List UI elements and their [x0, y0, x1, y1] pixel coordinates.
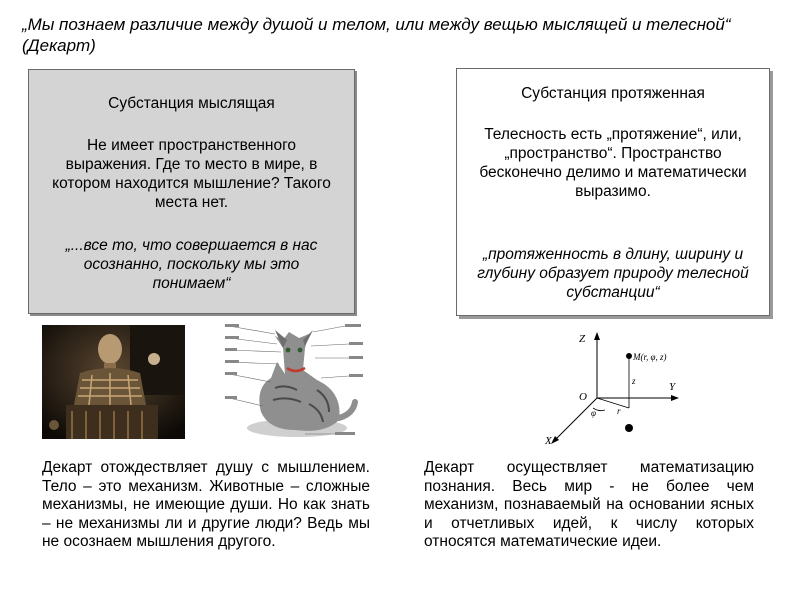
extended-substance-box: Субстанция протяженная Телесность есть „…: [456, 68, 770, 316]
origin-label: O: [579, 391, 587, 403]
z-axis-label: Z: [579, 333, 586, 345]
descartes-mathematization-paragraph: Декарт осуществляет математизацию познан…: [424, 459, 754, 550]
radius-line: [596, 397, 630, 409]
slide-title: „Мы познаем различие между душой и телом…: [22, 15, 731, 55]
thinking-substance-box: Субстанция мыслящая Не имеет пространств…: [28, 69, 355, 314]
thinking-substance-description: Не имеет пространственного выражения. Гд…: [52, 137, 331, 211]
phi-coord-label: φ: [591, 408, 596, 418]
automaton-photo: [42, 325, 185, 439]
r-coord-label: r: [617, 406, 621, 416]
descartes-mind-body-paragraph: Декарт отождествляет душу с мышлением. Т…: [42, 459, 370, 550]
extended-substance-quote: „протяженность в длину, ширину и глубину…: [477, 246, 749, 301]
z-coord-label: z: [631, 376, 636, 386]
point-marker: [625, 424, 633, 432]
point-m: [626, 353, 632, 359]
cat-anatomy-icon: [225, 318, 365, 443]
y-axis-label: Y: [669, 381, 677, 393]
thinking-substance-heading: Субстанция мыслящая: [108, 95, 275, 112]
point-m-label: M(r, φ, z): [632, 352, 666, 362]
cat-photo: [225, 318, 365, 443]
coordinate-axes-icon: Z Y X O M(r, φ, z) z r φ: [544, 332, 679, 447]
coordinate-diagram: Z Y X O M(r, φ, z) z r φ: [535, 330, 715, 450]
x-axis: [552, 397, 598, 443]
x-axis-label: X: [544, 435, 553, 447]
extended-substance-heading: Субстанция протяженная: [521, 85, 705, 102]
extended-substance-description: Телесность есть „протяжение“, или, „прос…: [479, 126, 747, 200]
robot-figure-icon: [42, 325, 185, 439]
thinking-substance-quote: „...все то, что совершается в нас осозна…: [65, 237, 318, 292]
